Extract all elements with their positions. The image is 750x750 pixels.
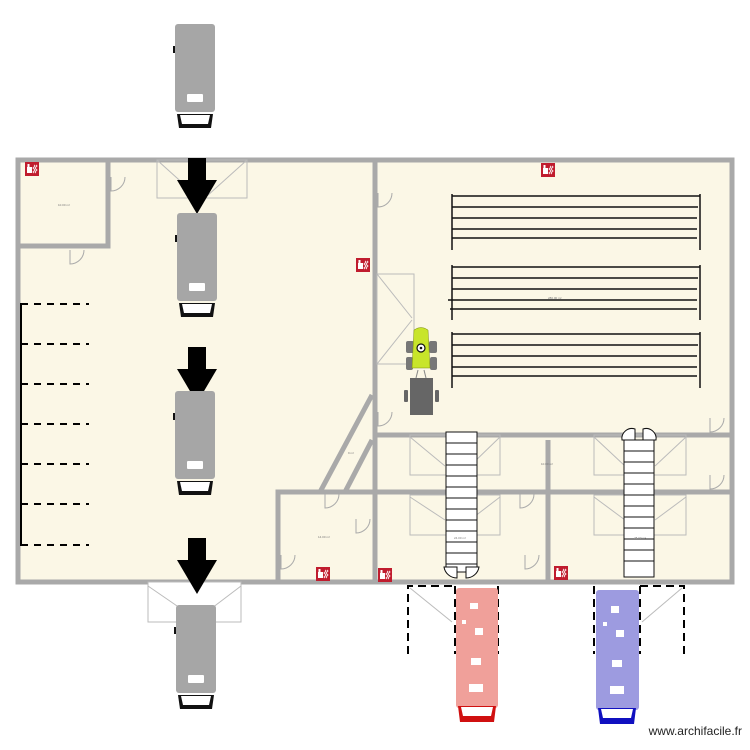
fire-extinguisher-icon — [540, 162, 556, 178]
watermark[interactable]: www.archifacile.fr — [648, 724, 742, 738]
fire-extinguisher-icon — [553, 565, 569, 581]
storage-side-door — [376, 273, 415, 365]
parking-bays — [20, 303, 89, 546]
fire-extinguisher-icon — [24, 161, 40, 177]
fire-extinguisher-icon — [315, 566, 331, 582]
room-label: 24.00 m² — [454, 536, 466, 540]
lower-right-floor — [375, 435, 732, 582]
fire-truck-blue — [596, 590, 639, 724]
fire-truck-red — [456, 588, 498, 722]
storage-racks — [448, 194, 701, 388]
tractor — [404, 327, 439, 415]
room-label: 28.00 m² — [634, 536, 646, 540]
staircase-right — [621, 428, 657, 578]
room-label: 280.00 m² — [548, 296, 562, 300]
room-label: 14.00 m² — [318, 535, 330, 539]
truck-outside-bottom — [174, 605, 216, 709]
fire-extinguisher-icon — [355, 257, 371, 273]
room-label: 10.00 m² — [58, 203, 70, 207]
room-label: 10.00 m² — [541, 462, 553, 466]
storage-floor — [375, 160, 732, 435]
room-label: 9 m² — [348, 451, 354, 455]
staircase-left — [443, 431, 480, 579]
fire-extinguisher-icon — [377, 567, 393, 583]
truck-outside-top — [173, 24, 215, 128]
